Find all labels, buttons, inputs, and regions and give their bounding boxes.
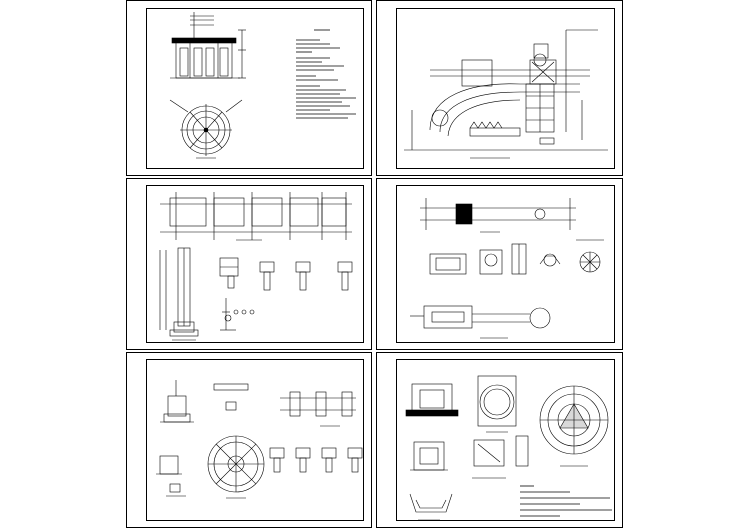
sheet-4-frame: [396, 185, 615, 343]
drawing-sheet-3: [126, 178, 372, 350]
sheet-6-pit-details: [405, 383, 459, 521]
sheet-3-beam-elevation: [160, 192, 352, 241]
sheet-5-ring-plan: [207, 435, 265, 499]
drawing-sheet-5: [126, 352, 372, 528]
sheet-1-elevation: [170, 12, 246, 79]
drawing-sheet-4: [376, 178, 623, 350]
sheet-6-ring-section: [472, 375, 529, 479]
sheet-4-beam-plan: [420, 198, 576, 233]
sheet-2-frame: [396, 8, 615, 169]
sheet-1-notes: [296, 29, 356, 119]
sheet-3-column: [159, 247, 199, 341]
sheet-5-pier-details: [156, 380, 249, 497]
drawing-sheet-2: [376, 0, 623, 176]
sheet-6-ring-plan: [539, 385, 609, 467]
sheet-4-long-section: [410, 305, 551, 339]
sheet-4-details: [429, 239, 604, 275]
sheet-5-frame: [146, 359, 364, 521]
sheet-6-notes: [520, 485, 612, 517]
sheet-3-sections: [219, 257, 353, 331]
drawing-sheet-1: [126, 0, 372, 176]
sheet-1-frame: [146, 8, 364, 169]
sheet-3-frame: [146, 185, 364, 343]
sheet-1-plan: [169, 99, 243, 159]
sheet-6-frame: [396, 359, 615, 521]
sheet-2-section: [404, 29, 608, 159]
sheet-5-beam-details: [269, 391, 363, 473]
